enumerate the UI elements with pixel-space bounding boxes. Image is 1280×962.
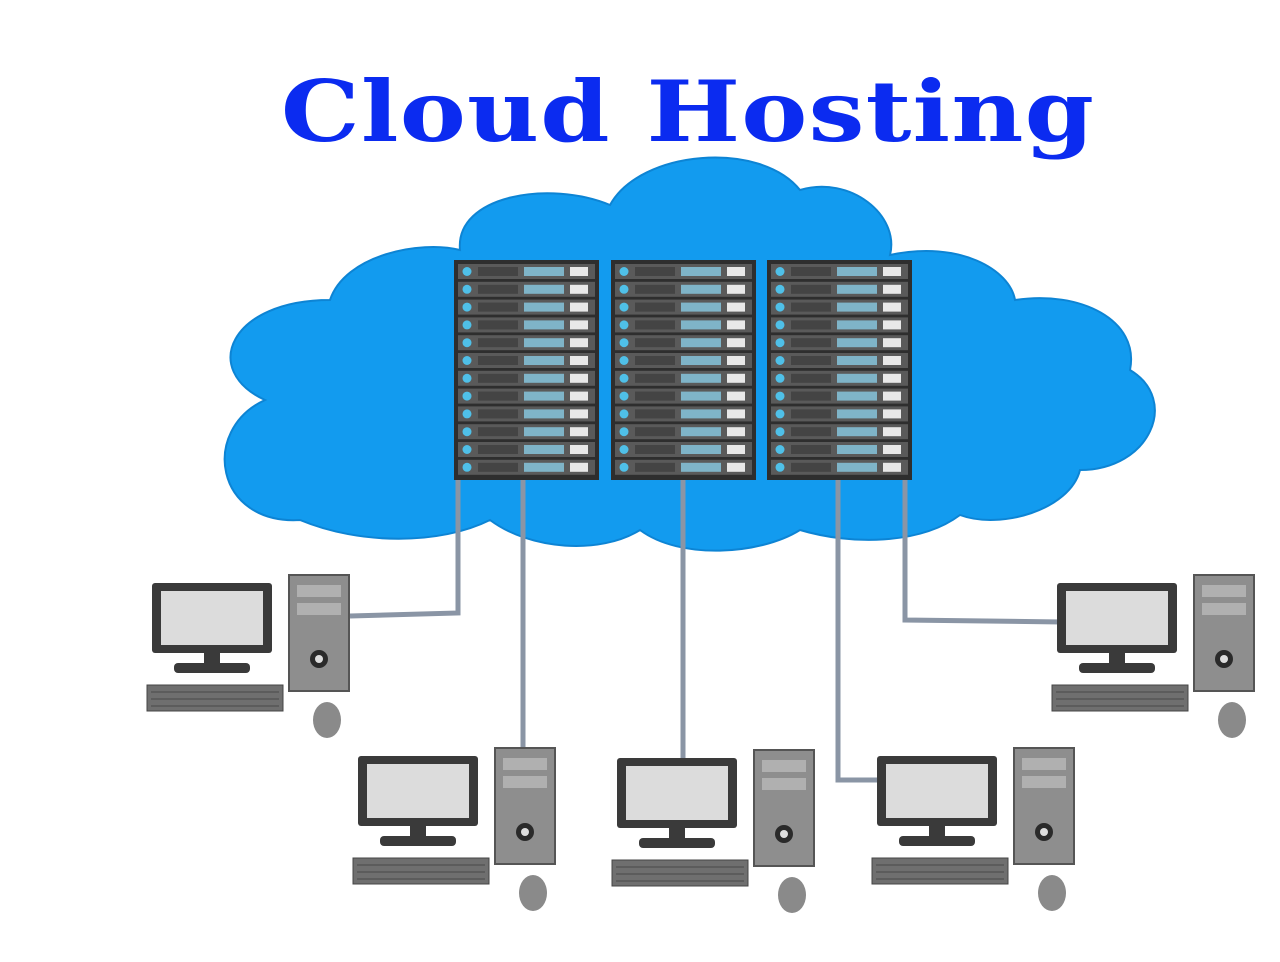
network-cable [349,478,461,619]
keyboard [1051,684,1189,712]
monitor-screen [1066,591,1168,645]
monitor-neck [204,653,220,665]
rack-unit [458,370,595,386]
rack-unit [458,442,595,457]
rack-unit [771,424,908,440]
monitor-screen [367,764,469,818]
keyboard [352,857,490,885]
rack-unit [615,299,752,315]
rack-unit [771,406,908,422]
monitor-base [380,836,456,846]
server-rack [454,260,599,480]
rack-unit [458,299,595,315]
rack-unit [771,281,908,297]
rack-unit [615,442,752,457]
rack-unit [458,353,595,368]
rack-unit [771,299,908,315]
mouse [1038,875,1066,911]
rack-unit [615,264,752,279]
rack-unit [615,370,752,386]
rack-unit [771,370,908,386]
monitor-neck [1109,653,1125,665]
mouse [778,877,806,913]
rack-unit [771,353,908,368]
mouse [313,702,341,738]
workstation [611,749,815,913]
workstation [871,747,1075,911]
rack-unit [458,317,595,333]
rack-unit [771,317,908,333]
workstations [146,574,1255,913]
mouse [519,875,547,911]
workstation [352,747,556,911]
workstation [146,574,350,738]
monitor-base [899,836,975,846]
monitor-neck [669,828,685,840]
keyboard [146,684,284,712]
rack-unit [458,281,595,297]
monitor-screen [626,766,728,820]
monitor-neck [929,826,945,838]
rack-unit [615,388,752,404]
monitor-base [1079,663,1155,673]
rack-unit [615,317,752,333]
rack-unit [615,459,752,475]
network-cable [902,478,1063,625]
rack-unit [458,388,595,404]
rack-unit [458,264,595,279]
rack-unit [458,406,595,422]
diagram-title: Cloud Hosting [280,62,1096,161]
rack-unit [615,353,752,368]
keyboard [871,857,1009,885]
mouse [1218,702,1246,738]
rack-unit [458,424,595,440]
rack-unit [615,281,752,297]
rack-unit [615,335,752,351]
keyboard [611,859,749,887]
rack-unit [615,424,752,440]
server-racks [454,260,912,480]
rack-unit [771,264,908,279]
monitor-base [639,838,715,848]
server-rack [611,260,756,480]
rack-unit [615,406,752,422]
rack-unit [458,335,595,351]
workstation [1051,574,1255,738]
monitor-screen [886,764,988,818]
rack-unit [771,442,908,457]
rack-unit [771,459,908,475]
network-cables [349,478,1063,783]
rack-unit [458,459,595,475]
network-cable [835,478,878,783]
server-rack [767,260,912,480]
rack-unit [771,335,908,351]
rack-unit [771,388,908,404]
monitor-base [174,663,250,673]
monitor-screen [161,591,263,645]
monitor-neck [410,826,426,838]
